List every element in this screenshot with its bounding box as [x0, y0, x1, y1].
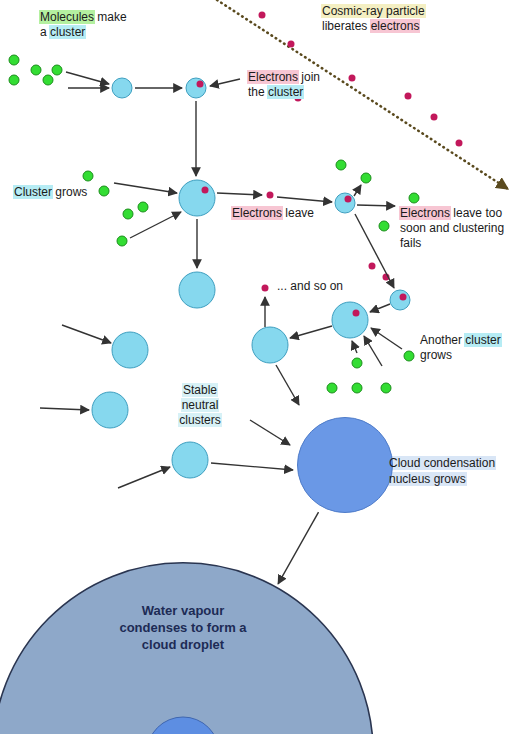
electron-dot: [349, 75, 356, 82]
process-arrow: [62, 325, 111, 343]
cosmic-ray-track: [217, 0, 508, 189]
cluster-circle: [390, 290, 410, 310]
step-label: Electrons leave too soon and clustering …: [400, 206, 512, 251]
process-arrow: [277, 197, 332, 202]
process-arrow: [68, 87, 109, 88]
droplet-circle: Water vapour condenses to form a cloud d…: [0, 562, 374, 734]
step-label: Cluster grows: [14, 185, 114, 200]
process-arrow: [210, 79, 240, 86]
molecule-dot: [9, 55, 19, 65]
process-arrow: [40, 408, 89, 410]
electron-dot: [353, 310, 360, 317]
process-arrow: [130, 212, 181, 238]
molecule-dot: [52, 65, 62, 75]
process-arrow: [364, 336, 382, 366]
molecule-dot: [409, 193, 419, 203]
molecule-dot: [352, 358, 362, 368]
process-arrow: [352, 341, 357, 353]
process-arrow: [114, 183, 177, 193]
process-arrow: [264, 297, 265, 327]
molecule-dot: [361, 173, 371, 183]
step-label: Another cluster grows: [420, 333, 512, 363]
process-arrow: [290, 326, 332, 338]
node-outline: [298, 418, 393, 513]
electron-dot: [259, 12, 266, 19]
step-label: Cosmic-ray particle liberates electrons: [322, 4, 444, 34]
process-arrow: [370, 304, 390, 312]
cluster-circle: [179, 180, 215, 216]
electron-dot: [345, 196, 352, 203]
molecule-dot: [404, 351, 414, 361]
electron-dot: [202, 187, 209, 194]
process-arrow: [118, 467, 170, 488]
electrons: [197, 12, 463, 317]
process-arrow: [278, 512, 318, 584]
electron-dot: [456, 140, 463, 147]
molecule-dot: [327, 383, 337, 393]
cluster-circle: [332, 302, 368, 338]
node-text: Water vapour condenses to form a cloud d…: [113, 602, 253, 653]
process-arrow: [217, 193, 262, 195]
process-arrow: [250, 420, 290, 445]
neutral-cluster: [172, 442, 208, 478]
neutral-cluster: [92, 392, 128, 428]
molecule-dot: [83, 171, 93, 181]
electron-dot: [262, 285, 269, 292]
molecule-dot: [352, 383, 362, 393]
process-arrow: [135, 87, 182, 88]
cluster-circle: [186, 78, 206, 98]
electron-dot: [405, 93, 412, 100]
electron-dot: [369, 263, 376, 270]
clusters: [92, 78, 410, 478]
node-outline: [0, 563, 373, 734]
process-arrow: [66, 72, 109, 84]
electron-dot: [267, 192, 274, 199]
group-label: Stable neutral clusters: [168, 383, 232, 428]
nucleus-circle: Cloud condensation nucleus grows: [297, 417, 393, 513]
molecules: [9, 55, 419, 393]
process-arrow: [211, 463, 293, 470]
electron-dot: [288, 41, 295, 48]
molecule-dot: [43, 75, 53, 85]
cluster-circle: [252, 327, 288, 363]
step-label: ... and so on: [277, 279, 377, 294]
node-shape: [297, 417, 393, 513]
step-label: Molecules make a cluster: [40, 10, 135, 40]
process-arrow: [276, 365, 299, 405]
molecule-dot: [336, 160, 346, 170]
molecule-dot: [9, 75, 19, 85]
electron-dot: [197, 81, 204, 88]
step-label: Electrons leave: [232, 206, 332, 221]
molecule-dot: [138, 202, 148, 212]
process-arrow: [354, 185, 361, 196]
step-label: Electrons join the cluster: [248, 70, 338, 100]
neutral-cluster: [179, 272, 215, 308]
molecule-dot: [99, 186, 109, 196]
cluster-circle: [112, 78, 132, 98]
process-arrow: [355, 214, 394, 288]
cluster-circle: [335, 193, 355, 213]
molecule-dot: [117, 236, 127, 246]
process-arrow: [357, 205, 395, 206]
molecule-dot: [379, 221, 389, 231]
node-text: Cloud condensation nucleus grows: [389, 455, 509, 487]
molecule-dot: [381, 383, 391, 393]
nucleus-core: [147, 717, 219, 734]
molecule-dot: [31, 65, 41, 75]
neutral-cluster: [112, 332, 148, 368]
process-arrow: [371, 328, 402, 349]
molecule-dot: [123, 209, 133, 219]
process-arrow: [196, 219, 197, 268]
electron-dot: [400, 294, 407, 301]
process-arrow: [195, 101, 196, 176]
electron-dot: [431, 114, 438, 121]
